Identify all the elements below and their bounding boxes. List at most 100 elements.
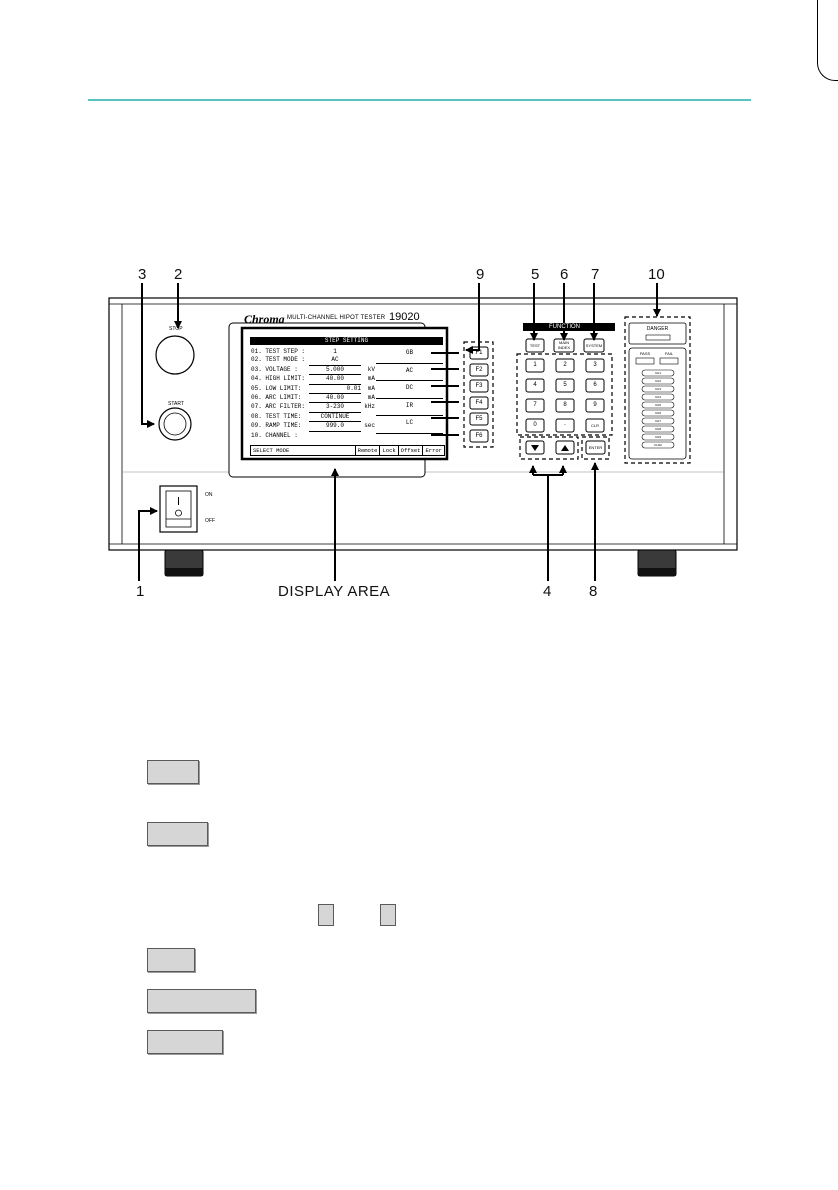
setting-label: 03. VOLTAGE : [251,365,298,373]
test-key-label: TEST [529,343,541,348]
keypad-key-label: 5 [563,382,567,388]
arrow-keys-outline [519,436,579,460]
setting-value [309,432,361,440]
power-switch [159,485,198,533]
setting-unit [361,432,375,440]
setting-unit: kHz [364,403,375,411]
mode-item: IR [376,399,443,417]
setting-row: 02. TEST MODE :AC [251,356,375,366]
key-label-box [147,822,208,846]
setting-value: 40.00 [309,375,361,385]
status-tag: Error [422,446,444,455]
softkey-lines [431,352,459,436]
fkey-label: F5 [475,416,483,422]
mode-item: AC [376,364,443,382]
mode-item: GB [376,346,443,364]
fkey-label: F3 [475,383,483,389]
setting-unit [361,413,375,422]
setting-unit [361,348,375,356]
key-label-box-small [318,904,334,926]
setting-label: 10. CHANNEL : [251,431,298,439]
arrow-up-icon [561,445,569,451]
setting-label: 08. TEST TIME: [251,412,302,420]
channel-label: CH3 [654,387,661,391]
setting-unit: kV [367,365,375,373]
function-label: FUNCTION [549,324,580,330]
key-label-box [147,989,256,1013]
stop-button [155,335,195,375]
keypad-key-label: 2 [563,362,567,368]
channel-label: CH6 [654,411,661,415]
screen-mode-column: GB AC DC IR LC [376,346,443,434]
key-label-box [147,948,195,972]
setting-value: 0.01 [309,385,361,395]
keypad-buttons [525,358,605,433]
off-label: OFF [205,518,215,524]
callout-5: 5 [531,266,540,283]
setting-label: 05. LOW LIMIT: [251,384,302,392]
status-tag: Lock [379,446,397,455]
arrow-keys [525,440,575,455]
on-label: ON [205,492,213,498]
callout-8: 8 [589,583,598,600]
setting-row: 01. TEST STEP :1 [251,348,375,356]
keypad-key-label: 6 [593,382,597,388]
channel-leds [641,369,675,449]
keypad-key-label: 4 [533,382,537,388]
start-button [158,407,192,441]
screen-status-bar: SELECT MODE Remote Lock Offset Error [250,445,445,456]
keypad-key-label: 0 [533,422,537,428]
header-rule [88,99,751,101]
channel-label: CH9 [654,435,661,439]
callout-6: 6 [560,266,569,283]
callout-2: 2 [174,266,183,283]
setting-value: 5.000 [309,366,361,376]
setting-unit: mA [367,375,375,383]
keypad-outline [516,353,613,436]
danger-label: DANGER [646,326,669,332]
callout-10: 10 [648,266,665,283]
callout-4: 4 [543,583,552,600]
start-label: START [168,401,184,407]
mode-item: DC [376,381,443,399]
fkey-label: F1 [475,350,483,356]
enter-outline [581,436,610,460]
fkey-label: F6 [475,433,483,439]
chassis-feet [164,549,677,577]
stop-label: STOP [169,326,183,332]
setting-label: 06. ARC LIMIT: [251,394,302,402]
key-label-box [147,760,199,784]
keypad-key-label: 1 [533,362,537,368]
setting-unit: sec [364,422,375,430]
fkey-label: F4 [475,400,483,406]
setting-unit: mA [367,394,375,402]
setting-row: 05. LOW LIMIT: 0.01 mA [251,384,375,395]
arrow-down-icon [531,445,539,451]
system-key-label: SYSTEM [585,343,603,348]
keypad-key-label: CLR [590,423,599,428]
arrow-9 [465,283,480,354]
channel-label: CH7 [654,419,661,423]
channel-label: CH5 [654,403,661,407]
setting-value: AC [309,356,361,366]
keypad-key-label: 3 [593,362,597,368]
key-label-box-small [380,904,396,926]
keypad-key-label: 7 [533,402,537,408]
setting-label: 02. TEST MODE : [251,356,306,364]
fail-label: FAIL [664,351,674,356]
enter-button [585,440,606,455]
main-index-key-label: MAIN INDEX [557,340,571,350]
setting-unit: mA [367,384,375,392]
front-panel-diagram [108,283,738,581]
setting-row: 08. TEST TIME:CONTINUE [251,412,375,423]
channel-label: CH4 [654,395,661,399]
key-label-box [147,1030,223,1054]
keypad-key-label: 8 [563,402,567,408]
model-number: 19020 [389,311,420,323]
model-text: MULTI-CHANNEL HIPOT TESTER [287,315,386,321]
setting-row: 10. CHANNEL : [251,432,375,440]
